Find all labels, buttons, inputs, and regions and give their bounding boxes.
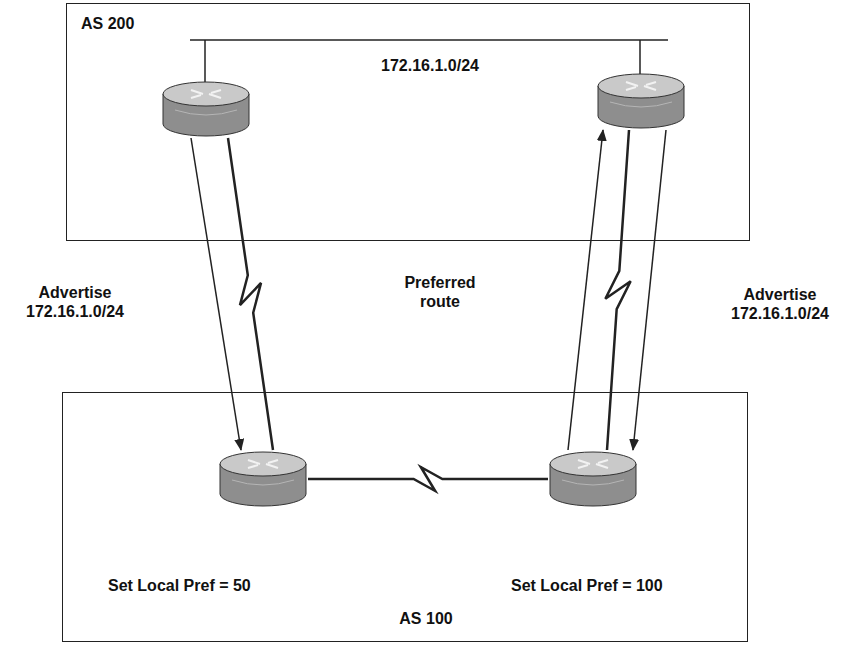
lan-drop <box>204 40 206 82</box>
as-label: AS 200 <box>81 14 134 33</box>
edge-label: Advertise 172.16.1.0/24 <box>2 282 148 322</box>
as-region: AS 200 <box>66 3 750 241</box>
router-label: Set Local Pref = 100 <box>511 576 663 595</box>
router-icon <box>218 450 308 508</box>
route-arrow <box>633 130 666 450</box>
subnet-label: 172.16.1.0/24 <box>381 56 479 75</box>
serial-link <box>308 467 548 491</box>
router <box>596 72 686 130</box>
router-icon <box>161 80 251 138</box>
router: Set Local Pref = 100 <box>548 450 638 508</box>
lan-drop <box>639 40 641 74</box>
router <box>161 80 251 138</box>
edge-label: Preferred route <box>390 272 491 312</box>
router-icon <box>548 450 638 508</box>
router-label: Set Local Pref = 50 <box>108 576 251 595</box>
as-label: AS 100 <box>399 609 452 628</box>
serial-link <box>228 138 273 450</box>
router-icon <box>596 72 686 130</box>
as-region: AS 100 Set Local Pref = 50 Set Local Pref … <box>62 392 748 642</box>
lan-segment <box>190 39 668 41</box>
router: Set Local Pref = 50 <box>218 450 308 508</box>
serial-link <box>605 130 630 450</box>
route-arrow <box>568 130 603 450</box>
edge-label: Advertise 172.16.1.0/24 <box>717 284 843 324</box>
